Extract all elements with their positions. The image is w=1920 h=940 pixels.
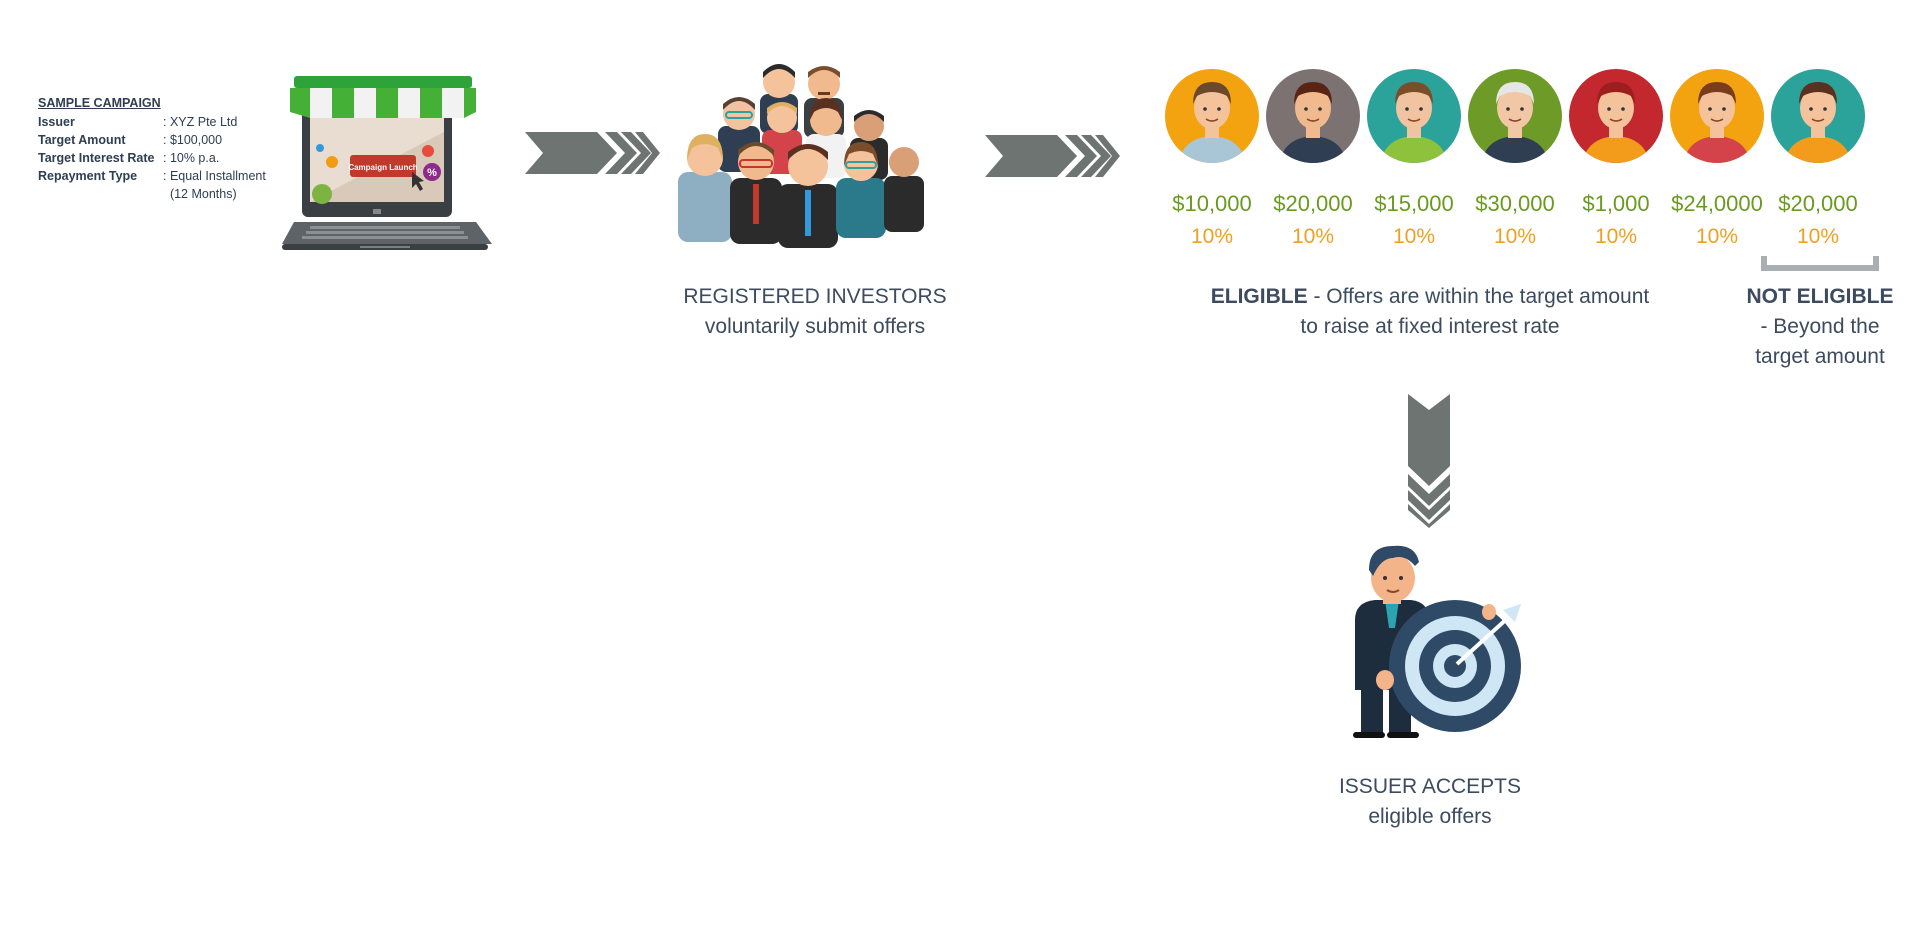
investors-caption-line2: voluntarily submit offers bbox=[704, 315, 926, 338]
investor-avatar-icon bbox=[1468, 69, 1562, 163]
offer-eligible: $30,000 10% bbox=[1467, 68, 1563, 249]
offer-rate: 10% bbox=[1291, 225, 1335, 248]
eligible-caption: ELIGIBLE - Offers are within the target … bbox=[1170, 282, 1690, 342]
chevron-arrow-down-icon bbox=[1408, 394, 1450, 528]
offer-amount: $15,000 bbox=[1374, 191, 1454, 216]
investor-avatar-icon bbox=[1266, 69, 1360, 163]
investor-avatar-icon bbox=[1670, 69, 1764, 163]
offer-rate: 10% bbox=[1493, 225, 1537, 248]
laptop-button-label: Campaign Launch bbox=[348, 163, 417, 172]
offer-eligible: $15,000 10% bbox=[1366, 68, 1462, 249]
eligible-caption-line2: to raise at fixed interest rate bbox=[1300, 315, 1560, 338]
chevron-arrow-right-icon bbox=[985, 135, 1120, 177]
campaign-label: Repayment Type bbox=[38, 169, 138, 183]
not-eligible-caption-line2: - Beyond the bbox=[1760, 315, 1880, 338]
offer-rate: 10% bbox=[1796, 225, 1840, 248]
offer-eligible: $1,000 10% bbox=[1568, 68, 1664, 249]
campaign-row-issuer: Issuer : XYZ Pte Ltd bbox=[38, 113, 266, 131]
offer-amount: $20,000 bbox=[1778, 191, 1858, 216]
offer-rate: 10% bbox=[1594, 225, 1638, 248]
offer-amount: $20,000 bbox=[1273, 191, 1353, 216]
offer-eligible: $20,000 10% bbox=[1265, 68, 1361, 249]
not-eligible-caption-bold: NOT ELIGIBLE bbox=[1746, 285, 1894, 308]
offer-rate: 10% bbox=[1190, 225, 1234, 248]
issuer-caption: ISSUER ACCEPTS eligible offers bbox=[1280, 772, 1580, 832]
issuer-target-icon bbox=[1353, 545, 1521, 738]
not-eligible-caption-line3: target amount bbox=[1755, 345, 1885, 368]
not-eligible-caption: NOT ELIGIBLE - Beyond the target amount bbox=[1730, 282, 1910, 372]
eligible-caption-bold: ELIGIBLE bbox=[1210, 285, 1308, 308]
campaign-row-interest-rate: Target Interest Rate : 10% p.a. bbox=[38, 149, 266, 167]
offer-rate: 10% bbox=[1392, 225, 1436, 248]
laptop-storefront-icon: Campaign Launch % bbox=[282, 76, 492, 250]
campaign-label: Target Amount bbox=[38, 133, 126, 147]
eligible-caption-rest: - Offers are within the target amount bbox=[1307, 285, 1650, 308]
investors-caption-line1: REGISTERED INVESTORS bbox=[683, 285, 947, 308]
offer-amount: $1,000 bbox=[1582, 191, 1650, 216]
offer-amount: $30,000 bbox=[1475, 191, 1555, 216]
offer-eligible: $24,0000 10% bbox=[1669, 68, 1765, 249]
offer-amount: $24,0000 bbox=[1671, 191, 1763, 216]
campaign-value: : $100,000 bbox=[163, 133, 223, 147]
investor-avatar-icon bbox=[1569, 69, 1663, 163]
campaign-row-repayment-type: Repayment Type : Equal Installment (12 M… bbox=[38, 167, 266, 203]
campaign-details: SAMPLE CAMPAIGN Issuer : XYZ Pte Ltd Tar… bbox=[38, 96, 266, 203]
issuer-caption-line1: ISSUER ACCEPTS bbox=[1338, 775, 1522, 798]
investor-avatar-icon bbox=[1771, 69, 1865, 163]
offer-rate: 10% bbox=[1695, 225, 1739, 248]
offer-eligible: $10,000 10% bbox=[1164, 68, 1260, 249]
issuer-caption-line2: eligible offers bbox=[1368, 805, 1492, 828]
investor-avatar-icon bbox=[1367, 69, 1461, 163]
campaign-label: Target Interest Rate bbox=[38, 151, 155, 165]
offer-not-eligible: $20,000 10% bbox=[1770, 68, 1866, 249]
chevron-arrow-right-icon bbox=[525, 132, 660, 174]
not-eligible-bracket bbox=[1761, 256, 1879, 271]
offer-amount: $10,000 bbox=[1172, 191, 1252, 216]
campaign-row-target-amount: Target Amount : $100,000 bbox=[38, 131, 266, 149]
investors-crowd-icon bbox=[678, 64, 924, 248]
investors-caption: REGISTERED INVESTORS voluntarily submit … bbox=[660, 282, 970, 342]
campaign-value: : Equal Installment (12 Months) bbox=[163, 169, 266, 201]
badge-percent-label: % bbox=[427, 167, 437, 179]
investor-avatar-icon bbox=[1165, 69, 1259, 163]
campaign-label: Issuer bbox=[38, 115, 75, 129]
campaign-value: : 10% p.a. bbox=[163, 151, 220, 165]
campaign-title: SAMPLE CAMPAIGN bbox=[38, 96, 161, 110]
campaign-value: : XYZ Pte Ltd bbox=[163, 115, 238, 129]
